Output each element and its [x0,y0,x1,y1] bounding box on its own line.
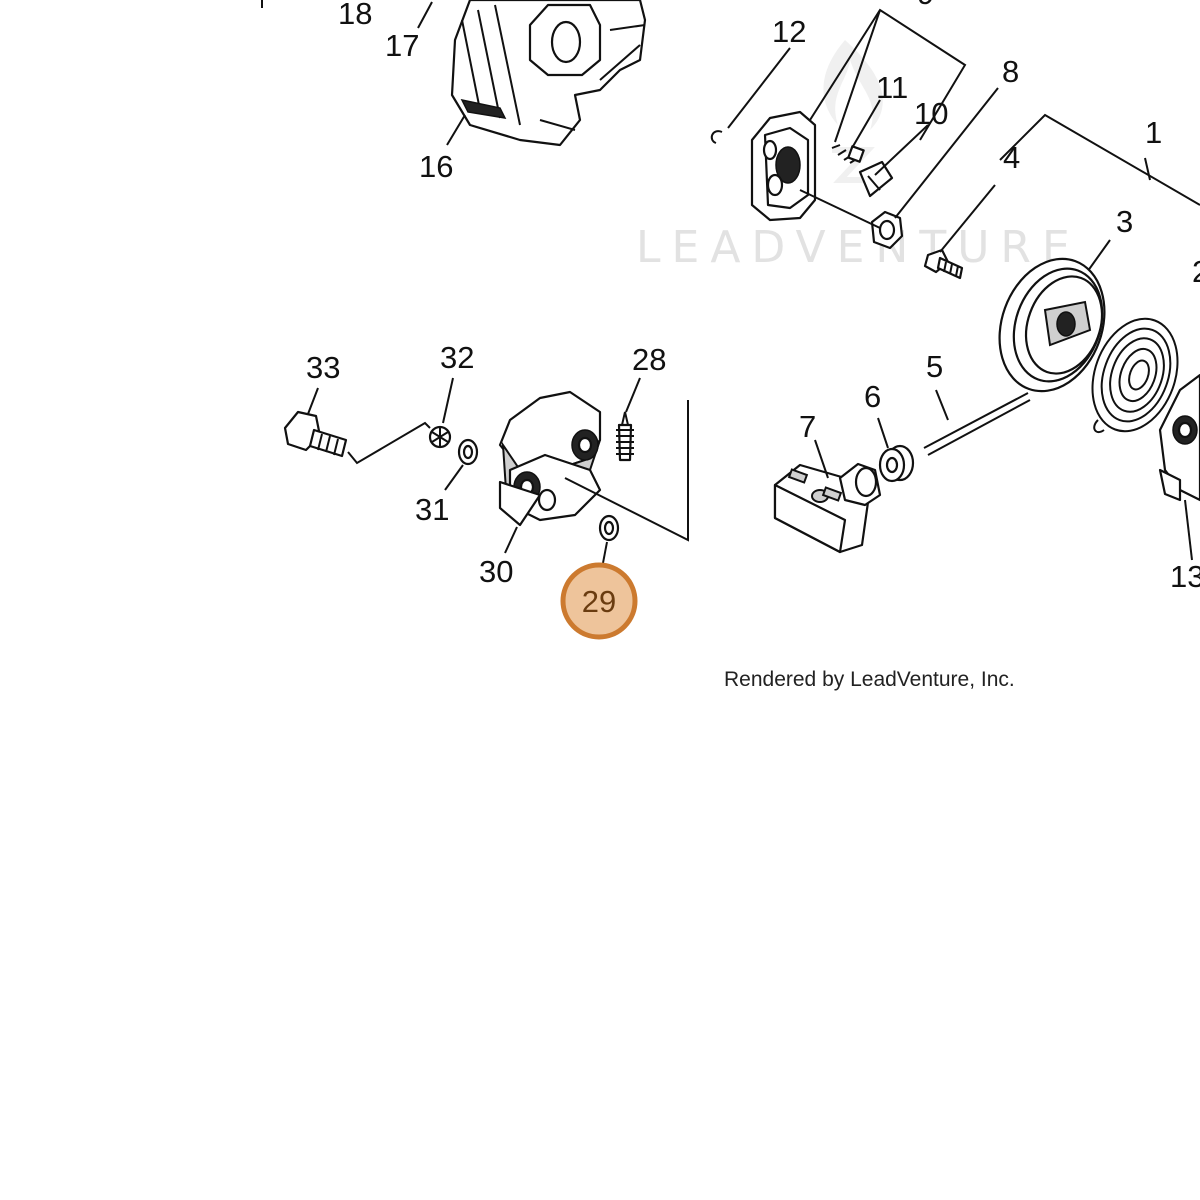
e-clip [710,130,723,144]
bracket-9 [809,8,967,141]
grommet-6 [878,444,915,483]
leader-10 [874,124,929,176]
watermark: LEADVENTURE [636,40,1081,273]
highlight-ring[interactable] [560,562,638,640]
starter-rope [923,392,1031,456]
pin-10 [858,160,894,198]
leader-29 [602,541,608,564]
callout-6[interactable]: 6 [864,379,881,414]
callout-32[interactable]: 32 [440,340,474,375]
leader-9a [834,9,881,143]
callout-17[interactable]: 17 [385,28,419,63]
callout-31[interactable]: 31 [415,492,449,527]
callout-11[interactable]: 11 [876,70,908,105]
washer-31 [457,438,479,466]
nut-8 [870,210,904,250]
callout-10[interactable]: 10 [914,96,948,131]
leader-8b [799,189,881,229]
clutch-spring [616,411,634,462]
callout-2[interactable]: 2 [1192,254,1200,289]
recoil-pulley [998,257,1106,393]
leader-28 [625,377,641,413]
callout-16[interactable]: 16 [419,149,453,184]
credit-text: Rendered by LeadVenture, Inc. [724,668,1015,691]
flywheel [450,0,647,147]
callout-12[interactable]: 12 [772,14,806,49]
highlighted-callout[interactable]: 29 [560,562,638,640]
callout-4[interactable]: 4 [1003,140,1020,175]
leader-11 [851,99,881,149]
bracket-33 [347,421,431,465]
callout-8[interactable]: 8 [1002,54,1019,89]
bracket-1 [999,113,1200,206]
leader-1 [1144,157,1151,181]
callout-29[interactable]: 29 [582,584,616,619]
leader-32 [442,377,454,424]
callout-9[interactable]: 9 [917,0,934,11]
leader-33 [307,387,319,415]
callout-33[interactable]: 33 [306,350,340,385]
callout-5[interactable]: 5 [926,349,943,384]
recoil-housing [1158,373,1200,502]
leader-13 [1184,499,1193,561]
callout-7[interactable]: 7 [799,409,816,444]
bolt-4 [923,248,964,280]
callout-18[interactable]: 18 [338,0,372,31]
clutch-bolt [283,410,348,458]
callout-3[interactable]: 3 [1116,204,1133,239]
lock-washer-32 [428,425,452,449]
callout-28[interactable]: 28 [632,342,666,377]
starter-handle [773,462,882,554]
callout-labels: 18 17 16 12 9 11 10 8 4 1 3 2 5 6 7 13 3… [306,0,1200,594]
leader-31 [444,464,464,491]
coil-bracket [750,110,817,222]
leader-4 [939,184,996,253]
washer-29 [598,514,620,542]
recoil-spring [1091,317,1179,434]
watermark-text: LEADVENTURE [636,222,1081,273]
leader-6 [877,417,889,449]
leader-7 [814,439,829,479]
leader-12 [727,47,791,129]
leader-8 [894,87,999,219]
leader-16 [446,114,466,146]
callout-13[interactable]: 13 [1170,559,1200,594]
bracket-clutch [564,400,689,542]
leader-5 [935,389,949,421]
callout-1[interactable]: 1 [1145,115,1162,150]
callout-30[interactable]: 30 [479,554,513,589]
leader-17 [417,1,433,29]
leader-30 [504,526,518,554]
spring-11 [831,144,865,164]
clutch-assembly [498,390,602,527]
